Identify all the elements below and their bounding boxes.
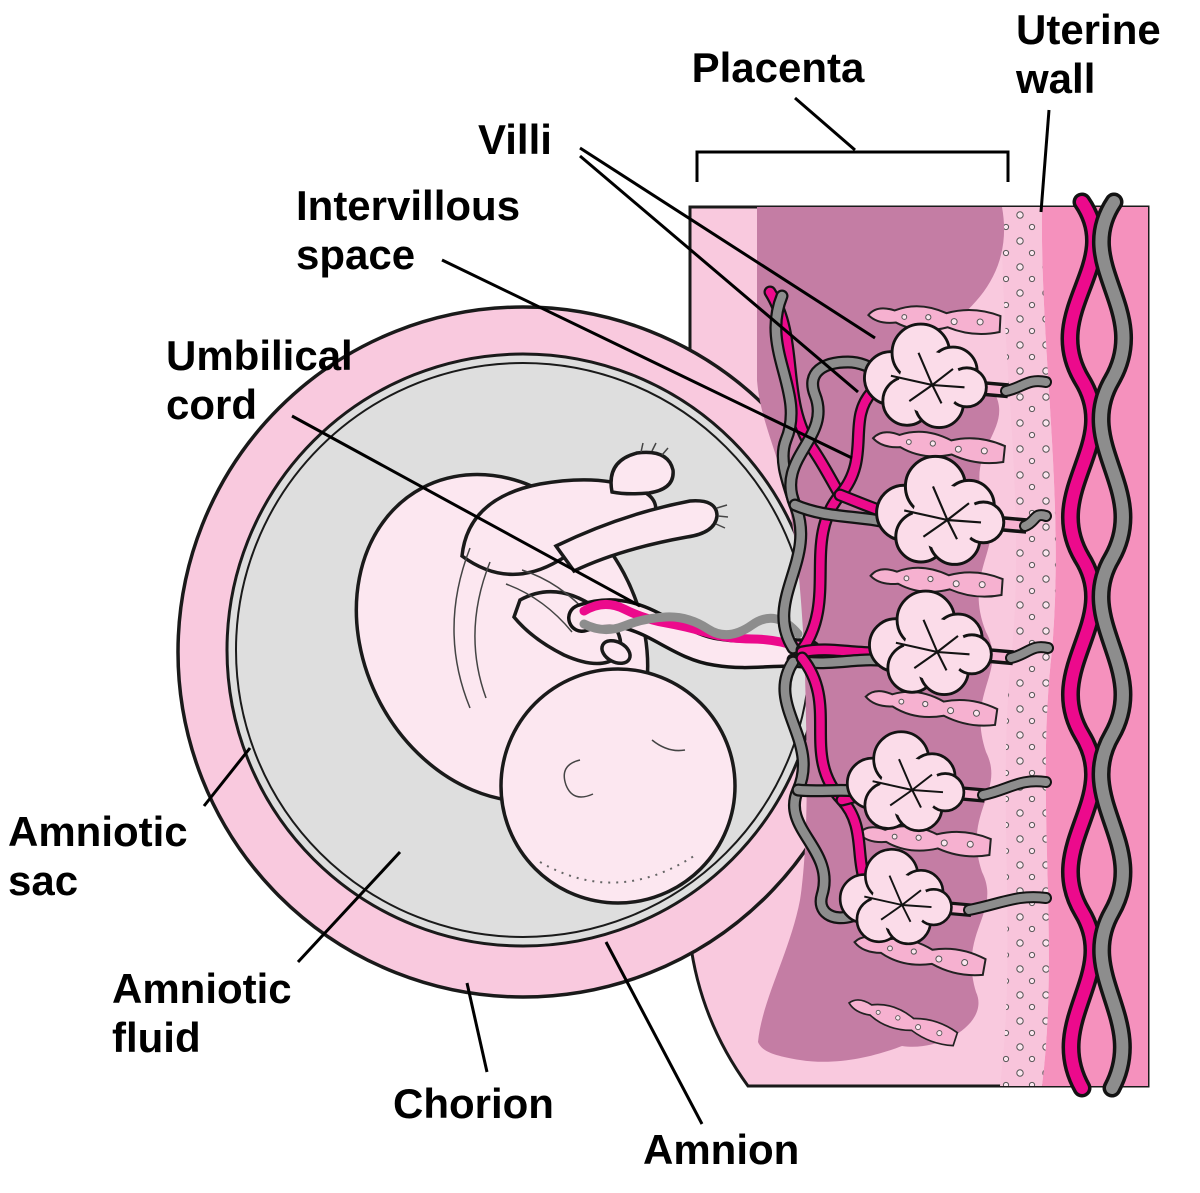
leader-umbilical-cord <box>291 414 641 608</box>
label-intervillous-space: Intervillous space <box>296 182 521 278</box>
leader-villi-1 <box>579 146 876 340</box>
fetus-foot <box>609 450 675 496</box>
label-chorion: Chorion <box>393 1080 554 1127</box>
label-villi: Villi <box>478 116 552 163</box>
label-uterine-wall: Uterine wall <box>1016 6 1161 102</box>
fetus-back-shading <box>453 547 591 709</box>
umbilical-cord-shape <box>567 598 823 670</box>
leader-uterine-wall <box>1039 109 1051 213</box>
fetus-hand <box>600 638 632 666</box>
fetus-thigh <box>460 478 658 577</box>
label-amniotic-sac: Amniotic sac <box>8 808 188 904</box>
leader-chorion <box>465 982 489 1073</box>
fetus-ear <box>563 759 594 798</box>
fetus <box>354 442 737 905</box>
villus-connectors <box>963 375 1054 916</box>
label-placenta: Placenta <box>691 44 865 91</box>
fetus-eye <box>651 739 686 752</box>
fetus-head-stipple <box>539 855 695 884</box>
leader-amnion <box>604 941 704 1125</box>
label-umbilical-cord: Umbilical cord <box>166 332 353 428</box>
fetus-toes <box>640 442 729 529</box>
leader-amniotic-sac <box>202 747 252 807</box>
leader-villi-2 <box>579 154 859 394</box>
label-amniotic-fluid: Amniotic fluid <box>112 965 292 1061</box>
fetus-calf <box>553 499 719 574</box>
uterine-wall-vessels <box>1060 192 1133 1098</box>
label-amnion: Amnion <box>643 1126 800 1173</box>
leader-placenta <box>794 96 856 152</box>
leader-amniotic-fluid <box>296 850 402 964</box>
placenta-bracket <box>695 96 1010 182</box>
leader-intervillous-space <box>441 258 853 460</box>
fetus-head <box>499 667 737 905</box>
leader-lines <box>202 109 1051 1125</box>
